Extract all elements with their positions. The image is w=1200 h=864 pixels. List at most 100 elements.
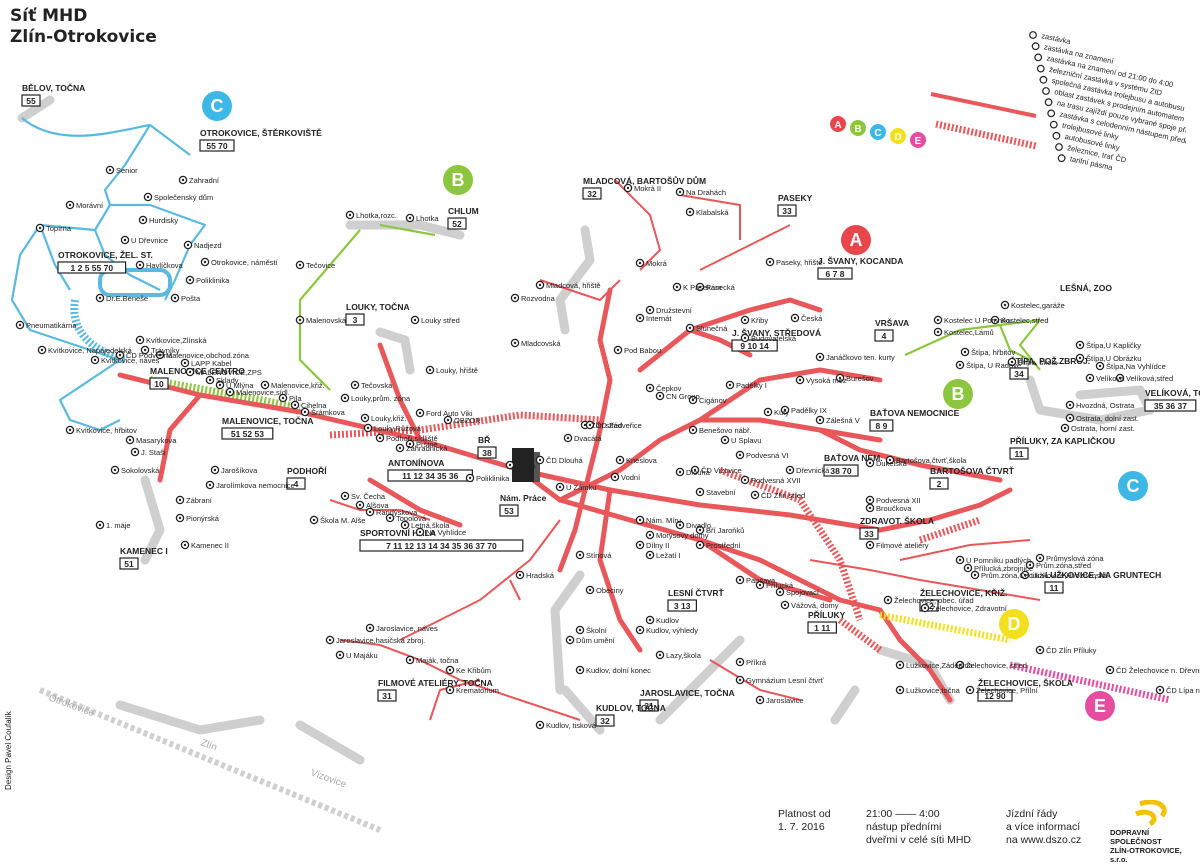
- stop-label: Spojovací: [786, 588, 820, 597]
- stop-label: Dílny II: [646, 541, 669, 550]
- terminal-10[interactable]: VELÍKOVÁ, TOČNA35 36 37: [1144, 387, 1200, 412]
- terminal-29[interactable]: KUDLOV, TOČNA 32: [595, 702, 666, 727]
- stop-label: Trávníky: [151, 346, 180, 355]
- terminal-name: KUDLOV, TOČNA: [596, 702, 666, 713]
- legend-line-samples: [930, 92, 1037, 150]
- terminal-7[interactable]: LEŠNÁ, ZOO: [1060, 282, 1112, 293]
- terminal-16[interactable]: BAŤOVA NEM.38 70: [823, 452, 883, 477]
- stop-marker-dot: [688, 326, 692, 330]
- terminal-12[interactable]: OTROKOVICE, ŽEL. ST.1 2 5 55 70: [57, 249, 153, 274]
- terminal-lines: 3 13: [674, 601, 691, 611]
- stop-label: Tečovice: [306, 261, 335, 270]
- stop-marker-dot: [678, 190, 682, 194]
- stop-label: ČD Zlín střed: [761, 491, 805, 500]
- stop-marker-dot: [698, 285, 702, 289]
- stop-label: Dvacátá: [574, 434, 602, 443]
- terminal-line-box: [345, 313, 365, 326]
- legend-zone-e: E: [910, 132, 926, 148]
- stop-label: Budovatelská: [751, 334, 797, 343]
- stop-label: Alšova: [366, 501, 389, 510]
- stop-label: Kudlov: [656, 616, 679, 625]
- terminal-name: SPORTOVNÍ HALA: [360, 528, 436, 538]
- info-link[interactable]: na www.dszo.cz: [1006, 834, 1082, 846]
- stop-label: Paseky, hřiště: [776, 258, 823, 267]
- stop-marker-dot: [446, 418, 450, 422]
- terminal-name: ŠTÍPA, POŽ.ZBROJ.: [1010, 355, 1090, 366]
- terminal-31[interactable]: KAMENEC I51: [119, 546, 168, 570]
- terminal-line-box: [929, 477, 949, 490]
- terminal-line-box: [57, 261, 127, 274]
- terminal-line-box: [639, 699, 659, 712]
- terminal-line-box: [199, 139, 235, 152]
- zone-markers: C B A B C D E: [202, 91, 1148, 721]
- stop-marker-dot: [798, 378, 802, 382]
- bus-lines: [329, 179, 1041, 721]
- rail-label-vizovice: Vizovice: [309, 767, 348, 790]
- stop-label: Lhotka: [416, 214, 439, 223]
- terminal-name: BAŤOVA NEMOCNICE: [870, 407, 960, 418]
- terminal-lines: 34: [1014, 369, 1024, 379]
- stop-marker-dot: [963, 350, 967, 354]
- terminal-lines: 32: [600, 716, 610, 726]
- stop-marker-dot: [838, 376, 842, 380]
- stop-label: Ostrata, horní zast.: [1071, 424, 1135, 433]
- stop-marker-dot: [158, 353, 162, 357]
- terminal-name: VELÍKOVÁ, TOČNA: [1145, 387, 1200, 398]
- stop-label: Cigánov: [699, 396, 727, 405]
- rail-label-otrokovice: Otrokovice: [47, 692, 96, 719]
- stop-marker-dot: [178, 516, 182, 520]
- legend-marker: [1029, 31, 1037, 39]
- terminal-9[interactable]: ŠTÍPA, POŽ.ZBROJ. 34: [1009, 355, 1090, 380]
- stop-marker-dot: [183, 543, 187, 547]
- stop-marker-dot: [678, 470, 682, 474]
- stop-label: Šrámkova: [311, 408, 346, 417]
- stop-marker-dot: [758, 698, 762, 702]
- stop-marker-dot: [691, 428, 695, 432]
- terminal-line-box: [817, 267, 853, 280]
- stop-label: Dům umění: [576, 636, 616, 645]
- terminal-25[interactable]: ŽELECHOVICE, KŘIŽ.12: [919, 587, 1007, 612]
- stop-label: Podvesná XII: [876, 496, 921, 505]
- zone-d-label: D: [1008, 614, 1021, 634]
- stop-label: Janáčkovo ten. kurty: [826, 353, 895, 362]
- stop-marker-dot: [638, 518, 642, 522]
- stop-label: Želechovice, Přílní: [976, 686, 1039, 695]
- zone-c-lines: [10, 117, 207, 432]
- zone-b-label-2: B: [952, 384, 965, 404]
- stop-marker-dot: [758, 583, 762, 587]
- stop-marker-dot: [518, 573, 522, 577]
- stop-marker-dot: [698, 528, 702, 532]
- design-credit: Design Pavel Coufalík: [4, 711, 13, 790]
- legend-marker: [1044, 98, 1053, 107]
- stop-marker-dot: [648, 386, 652, 390]
- terminal-lines: 33: [864, 529, 874, 539]
